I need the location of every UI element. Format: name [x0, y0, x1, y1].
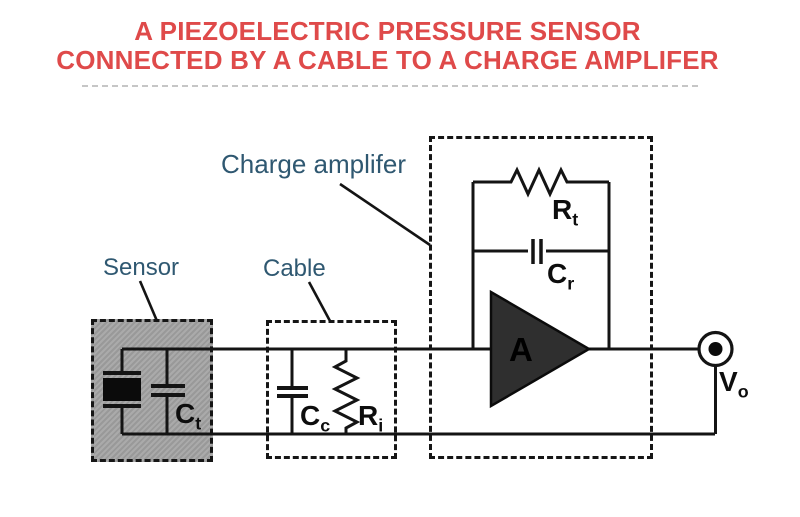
output-terminal-icon [697, 330, 734, 434]
feedback-network [471, 166, 611, 349]
label-cc: Cc [300, 400, 330, 437]
signal-wires [122, 347, 715, 436]
vo-symbol: V [719, 366, 738, 397]
title-line-1: A PIEZOELECTRIC PRESSURE SENSOR [134, 16, 641, 46]
vo-subscript: o [737, 381, 749, 402]
leader-cable [307, 281, 332, 322]
resistor-rt-symbol [473, 166, 609, 198]
label-rt: Rt [552, 194, 578, 231]
capacitor-ct-symbol [151, 349, 185, 434]
title-divider [82, 85, 698, 87]
rt-subscript: t [572, 209, 579, 230]
label-sensor: Sensor [103, 254, 180, 281]
ri-symbol: R [358, 400, 379, 431]
cable-box [266, 320, 397, 459]
label-amplifier-gain: A [509, 331, 533, 369]
page-title: A PIEZOELECTRIC PRESSURE SENSOR CONNECTE… [0, 17, 775, 75]
label-ri: Ri [358, 400, 383, 437]
resistor-ri-symbol [331, 349, 361, 434]
label-cable: Cable [263, 255, 326, 282]
charge-amplifier-box [429, 136, 653, 459]
leader-sensor [138, 280, 159, 322]
leader-charge-amplifier [339, 182, 431, 247]
capacitor-cc-symbol [277, 349, 308, 434]
cr-symbol: C [547, 258, 568, 289]
cc-subscript: c [320, 415, 331, 436]
label-ct: Ct [175, 398, 201, 435]
gain-symbol: A [509, 331, 533, 368]
rt-symbol: R [552, 194, 573, 225]
label-cr: Cr [547, 258, 574, 295]
leader-lines [138, 182, 431, 322]
label-vo: Vo [719, 366, 749, 403]
ct-subscript: t [195, 413, 202, 434]
opamp-triangle [489, 289, 592, 409]
piezo-element-symbol [103, 349, 141, 434]
capacitor-cr-symbol [473, 239, 609, 264]
cr-subscript: r [567, 273, 575, 294]
ri-subscript: i [378, 415, 384, 436]
label-charge-amplifier: Charge amplifer [221, 149, 406, 179]
title-line-2: CONNECTED BY A CABLE TO A CHARGE AMPLIFE… [56, 45, 719, 75]
ct-symbol: C [175, 398, 196, 429]
cc-symbol: C [300, 400, 321, 431]
